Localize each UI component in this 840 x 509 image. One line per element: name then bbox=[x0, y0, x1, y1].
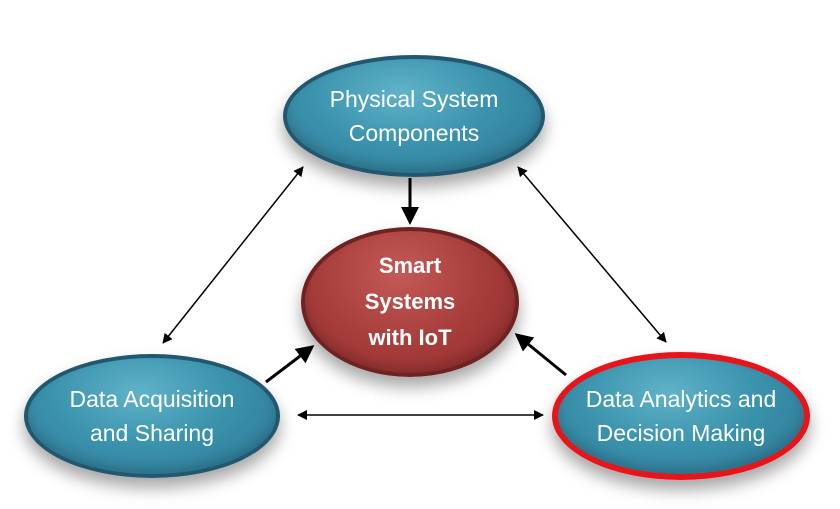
node-analytics-label: Data Analytics and Decision Making bbox=[585, 386, 777, 446]
node-acquisition-label: Data Acquisition and Sharing bbox=[69, 386, 235, 446]
node-physical-system-components: Physical System Components bbox=[283, 55, 545, 177]
arrow-acquisition-physical bbox=[162, 166, 304, 344]
arrow-physical-analytics bbox=[517, 166, 667, 343]
node-data-analytics: Data Analytics and Decision Making bbox=[552, 352, 810, 480]
node-smart-systems-iot: Smart Systems with IoT bbox=[301, 227, 519, 377]
arrow-analytics-to-smart bbox=[514, 333, 567, 377]
arrow-acquisition-to-smart bbox=[265, 345, 315, 384]
node-data-acquisition: Data Acquisition and Sharing bbox=[24, 354, 280, 478]
node-smart-label: Smart Systems with IoT bbox=[364, 253, 456, 350]
node-physical-label: Physical System Components bbox=[329, 86, 499, 146]
